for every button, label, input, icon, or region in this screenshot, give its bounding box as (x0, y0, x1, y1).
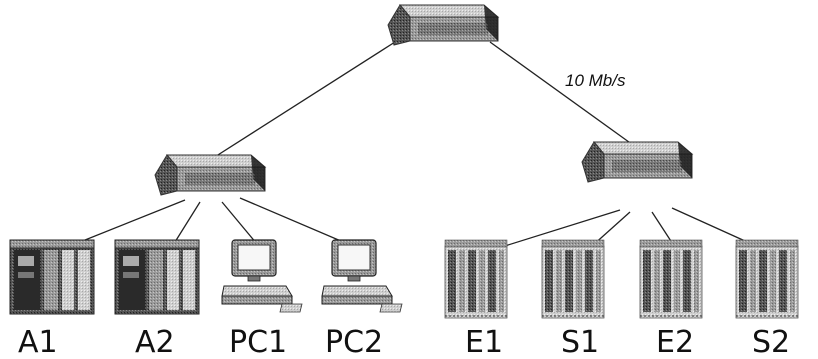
network-switch-icon (388, 5, 498, 45)
link-root-left (210, 42, 395, 160)
label-A2: A2 (135, 325, 175, 359)
network-switch-icon (155, 155, 265, 195)
device-PC2 (322, 240, 402, 312)
switch-root (388, 5, 498, 45)
link-speed-label: 10 Mb/s (565, 71, 626, 90)
label-E2: E2 (656, 325, 694, 359)
io-rack-icon (640, 240, 702, 318)
label-PC2: PC2 (325, 325, 383, 359)
io-rack-icon (445, 240, 507, 318)
device-A1 (10, 240, 94, 314)
device-E2 (640, 240, 702, 318)
io-rack-icon (542, 240, 604, 318)
network-switch-icon (582, 142, 692, 182)
computer-icon (322, 240, 402, 312)
io-rack-icon (736, 240, 798, 318)
device-E1 (445, 240, 507, 318)
device-labels: A1 A2 PC1 PC2 E1 S1 E2 S2 (18, 325, 790, 359)
label-PC1: PC1 (229, 325, 287, 359)
device-A2 (115, 240, 199, 314)
device-PC1 (222, 240, 302, 312)
switch-left (155, 155, 265, 195)
device-S2 (736, 240, 798, 318)
device-S1 (542, 240, 604, 318)
label-A1: A1 (18, 325, 58, 359)
plc-icon (115, 240, 199, 314)
link-root-right (490, 42, 640, 150)
switch-right (582, 142, 692, 182)
plc-icon (10, 240, 94, 314)
label-E1: E1 (465, 325, 503, 359)
computer-icon (222, 240, 302, 312)
label-S2: S2 (752, 325, 790, 359)
label-S1: S1 (561, 325, 599, 359)
